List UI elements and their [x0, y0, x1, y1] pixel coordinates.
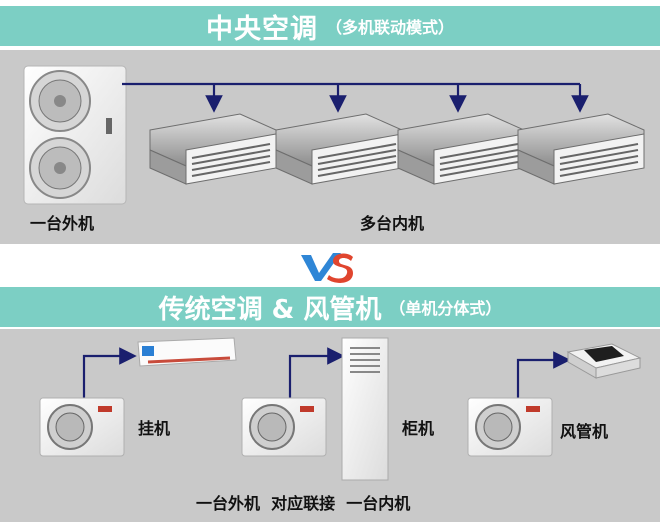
- bottom-banner: 传统空调 & 风管机 （单机分体式）: [0, 287, 660, 327]
- wall-mounted-unit: [137, 337, 237, 367]
- indoor-unit-4: [517, 113, 645, 185]
- top-banner: 中央空调 （多机联动模式）: [0, 6, 660, 46]
- unit-label-duct: 风管机: [560, 422, 609, 441]
- outdoor-unit-1: [39, 397, 125, 457]
- ceiling-cassette-unit: [566, 343, 642, 379]
- top-subtitle: （多机联动模式）: [325, 18, 454, 37]
- bottom-caption: 一台外机 对应联接 一台内机: [196, 494, 411, 513]
- bottom-title: 传统空调 & 风管机: [158, 294, 382, 325]
- unit-label-wall: 挂机: [138, 419, 171, 438]
- unit-label-floor: 柜机: [402, 419, 435, 438]
- bottom-subtitle: （单机分体式）: [389, 299, 502, 318]
- outdoor-unit-3: [467, 397, 553, 457]
- top-title: 中央空调: [205, 13, 318, 45]
- pipe-lines-top: [122, 82, 589, 113]
- indoor-unit-1: [149, 113, 277, 185]
- pipe-lines-bottom: [82, 347, 571, 398]
- vs-icon: [301, 253, 353, 283]
- floor-standing-unit: [341, 337, 389, 481]
- outdoor-unit-2: [241, 397, 327, 457]
- outdoor-unit-multi: [23, 65, 127, 205]
- outdoor-label: 一台外机: [30, 214, 95, 233]
- indoor-label: 多台内机: [360, 214, 425, 233]
- indoor-unit-3: [397, 113, 525, 185]
